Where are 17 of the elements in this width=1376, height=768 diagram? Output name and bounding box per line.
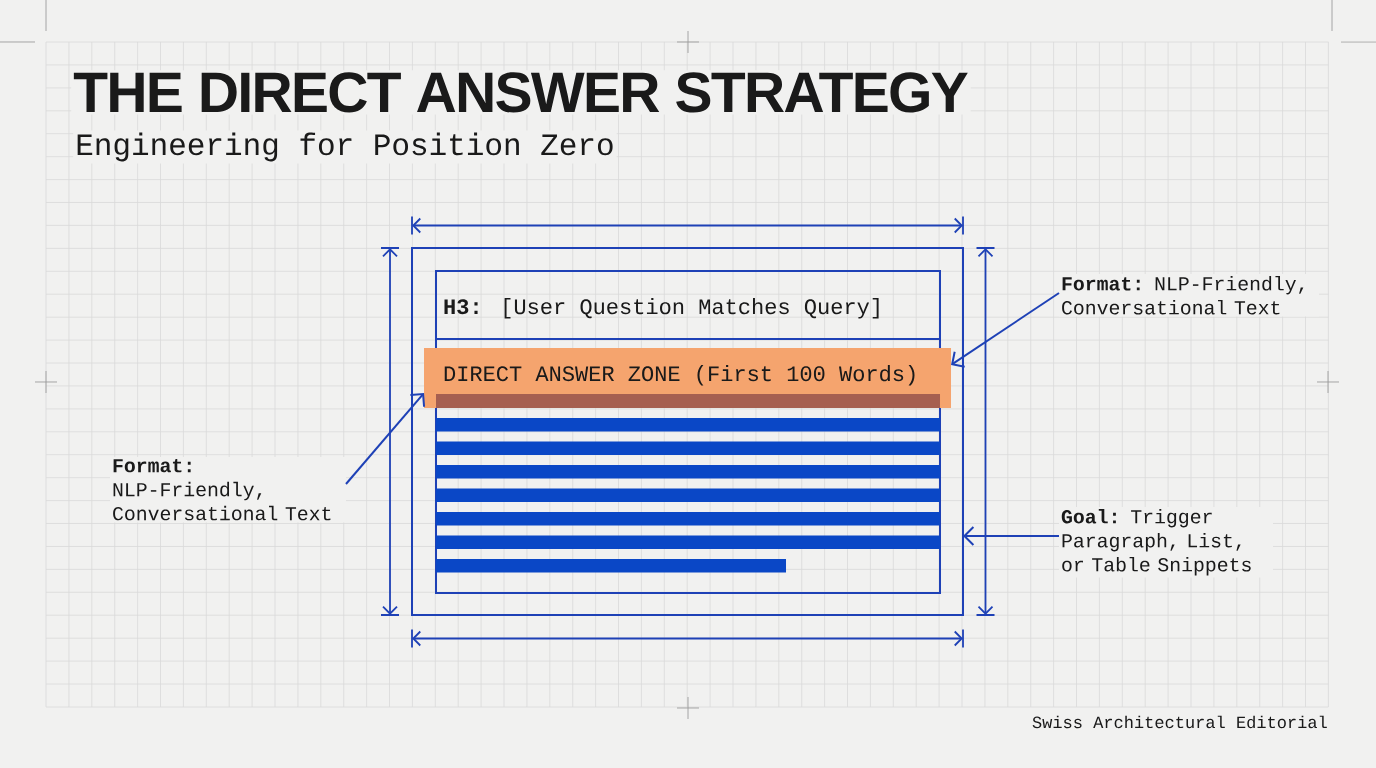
leader-arrow	[963, 526, 1060, 546]
leader-arrow	[345, 393, 426, 485]
subtitle: Engineering for Position Zero	[73, 130, 617, 164]
title: THE DIRECT ANSWER STRATEGY	[71, 70, 971, 115]
text-line-bar	[436, 441, 940, 455]
text-line-bar	[436, 512, 940, 526]
callout-text: Format: NLP-Friendly, Conversational Text	[110, 457, 346, 523]
text-line-bar	[436, 559, 786, 573]
callout-text: Goal: Trigger Paragraph, List, or Table Snippets	[1059, 507, 1273, 578]
page-outline	[411, 247, 964, 616]
text-line-bar	[436, 465, 940, 479]
text-line-bar	[436, 488, 940, 502]
highlight-band: DIRECT ANSWER ZONE (First 100 Words)	[424, 348, 951, 408]
leader-arrow	[951, 292, 1060, 368]
callout-text: Format: NLP-Friendly, Conversational Text	[1059, 274, 1319, 317]
footer-text: Swiss Architectural Editorial	[1032, 715, 1327, 729]
text-line-bar	[436, 535, 940, 549]
